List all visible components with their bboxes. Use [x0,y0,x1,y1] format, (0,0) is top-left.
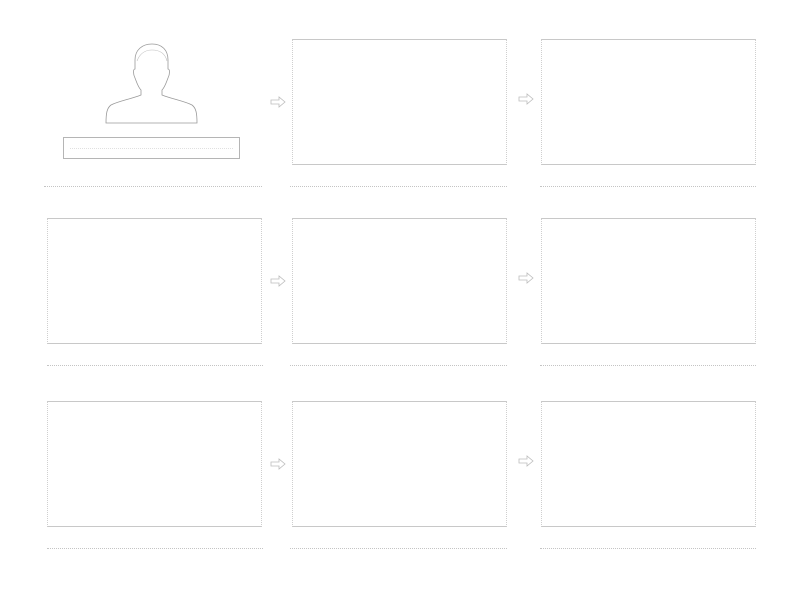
caption-line[interactable] [290,186,507,187]
right-arrow-icon [270,458,286,470]
right-arrow-icon [518,455,534,467]
storyboard-panel-r3c2[interactable] [292,401,507,527]
caption-line[interactable] [47,548,263,549]
character-name-field[interactable] [63,137,240,159]
storyboard-panel-r1c2[interactable] [292,39,507,165]
right-arrow-icon [270,275,286,287]
caption-line[interactable] [44,186,262,187]
caption-line[interactable] [540,186,756,187]
storyboard-panel-r3c3[interactable] [541,401,756,527]
caption-line[interactable] [540,365,756,366]
caption-line[interactable] [290,365,507,366]
person-silhouette-icon [105,43,198,124]
storyboard-panel-r2c1[interactable] [47,218,262,344]
right-arrow-icon [518,272,534,284]
storyboard-panel-r2c3[interactable] [541,218,756,344]
right-arrow-icon [270,96,286,108]
storyboard-panel-r3c1[interactable] [47,401,262,527]
caption-line[interactable] [47,365,263,366]
storyboard-panel-r2c2[interactable] [292,218,507,344]
storyboard-panel-r1c3[interactable] [541,39,756,165]
right-arrow-icon [518,93,534,105]
caption-line[interactable] [290,548,507,549]
caption-line[interactable] [540,548,756,549]
